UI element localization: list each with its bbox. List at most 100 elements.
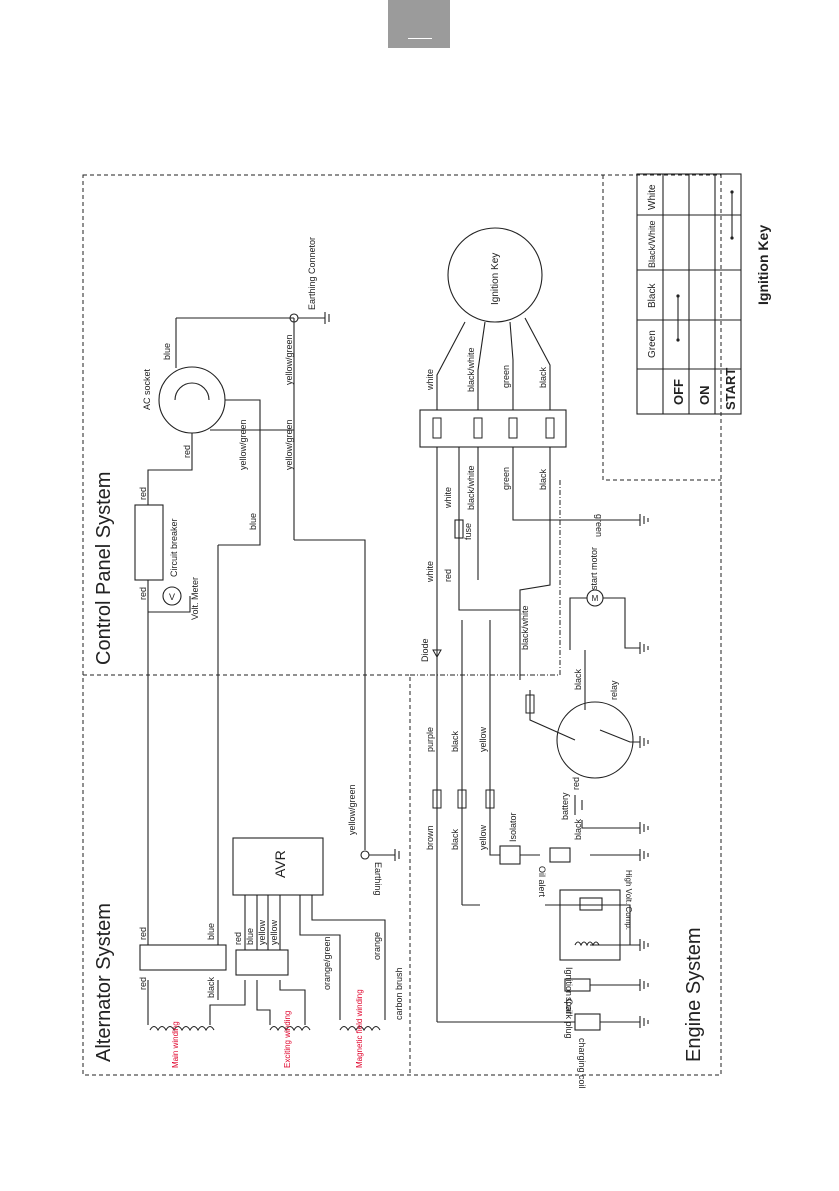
main-winding <box>149 1025 215 1032</box>
key-col-black: Black <box>647 283 658 308</box>
wire-label-black-6: black <box>450 828 460 850</box>
wire-label-green-1: green <box>501 365 511 388</box>
wire-label-red-4: red <box>138 587 148 600</box>
charging-coil-label: charging coil <box>577 1038 587 1089</box>
isolator-label: Isolator <box>508 812 518 842</box>
key-row-on: ON <box>697 386 712 406</box>
key-row-start: START <box>723 368 738 410</box>
relay <box>556 701 634 779</box>
wire-label-yellow-green-2: yellow/green <box>284 334 294 385</box>
earthing-terminal <box>360 850 370 860</box>
diode-label: Diode <box>420 638 430 662</box>
wire-label-white-3: white <box>425 561 435 583</box>
avr-terminal-block <box>235 949 289 976</box>
header-tab-line <box>408 38 432 39</box>
avr <box>232 837 324 896</box>
wire-label-red-2: red <box>182 445 192 458</box>
wire-label-orange-green: orange/green <box>322 936 332 990</box>
key-wires <box>436 317 640 680</box>
ac-socket <box>158 366 226 434</box>
magnetic-field-winding-label: Magnetic field winding <box>355 989 364 1068</box>
wire-label-black-1: black <box>538 366 548 388</box>
page-header-tab <box>388 0 450 48</box>
wire-label-red-3: red <box>138 487 148 500</box>
avr-label: AVR <box>272 850 288 878</box>
wire-label-black-2: black <box>538 468 548 490</box>
alternator-wires <box>147 895 386 1025</box>
wire-label-white-2: white <box>443 487 453 509</box>
wire-label-purple: purple <box>425 727 435 752</box>
alternator-frame <box>83 674 411 1075</box>
oil-alert <box>549 847 571 863</box>
key-col-black-white: Black/White <box>647 220 657 268</box>
isolator <box>499 845 521 865</box>
volt-meter-label: Volt. Meter <box>190 577 200 620</box>
spark-plug <box>564 978 591 992</box>
wire-label-red-6: red <box>138 927 148 940</box>
charging-coil <box>574 1013 601 1031</box>
wire-label-red-7: red <box>138 977 148 990</box>
wire-label-red-5: red <box>571 777 581 790</box>
wire-label-blue-1: blue <box>162 343 172 360</box>
wire-label-black-white-2: black/white <box>466 465 476 510</box>
diode <box>432 649 442 659</box>
wire-label-green-2: green <box>501 467 511 490</box>
outer-frame <box>82 174 722 1076</box>
section-title-control-panel: Control Panel System <box>93 472 115 665</box>
wire-label-orange: orange <box>372 932 382 960</box>
wire-label-black-4: black <box>573 818 583 840</box>
ac-socket-label: AC socket <box>142 368 152 410</box>
earthing-connector-label: Earthing Connetor <box>307 237 317 310</box>
wire-label-yellow-4: yellow <box>269 919 279 945</box>
wire-label-black-white-3: black/white <box>520 605 530 650</box>
carbon-brush-label: carbon brush <box>394 967 404 1020</box>
wire-label-yellow-2: yellow <box>478 824 488 850</box>
wire-label-blue-4: blue <box>245 928 255 945</box>
svg-text:V: V <box>169 592 175 602</box>
spark-plug-label: spark plug <box>564 997 574 1039</box>
wire-label-blue-3: blue <box>206 923 216 940</box>
main-terminal-block <box>139 944 227 971</box>
high-volt-comp <box>559 889 621 961</box>
wire-label-white-1: white <box>425 369 435 391</box>
earthing-label: Earthing <box>373 862 383 896</box>
engine-connectors <box>432 694 535 809</box>
engine-wires <box>436 620 640 1023</box>
wire-label-black-7: black <box>206 976 216 998</box>
magnetic-field-winding <box>339 1025 381 1032</box>
circuit-breaker <box>134 504 164 581</box>
exciting-winding <box>269 1025 311 1032</box>
ignition-key-table: Green Black Black/White White OFF ON STA… <box>636 173 771 415</box>
wire-label-black-3: black <box>573 668 583 690</box>
ignition-key-title: Ignition Key <box>755 225 771 305</box>
wire-label-yellow-green-1: yellow/green <box>238 419 248 470</box>
start-motor-label: start motor <box>589 547 599 590</box>
control-panel-frame <box>602 175 721 481</box>
ignition-key-label: Ignition Key <box>490 253 501 305</box>
high-volt-comp-label: High Volt. Comp. <box>624 870 633 930</box>
wire-label-yellow-green-4: yellow/green <box>347 784 357 835</box>
relay-label: relay <box>609 680 619 700</box>
wire-label-red-8: red <box>233 932 243 945</box>
section-title-engine: Engine System <box>683 927 705 1062</box>
wire-label-yellow-3: yellow <box>257 919 267 945</box>
volt-meter <box>162 586 182 606</box>
exciting-winding-label: Exciting winding <box>283 1011 292 1068</box>
svg-text:M: M <box>592 594 599 603</box>
control-panel-wires <box>147 317 366 945</box>
key-row-off: OFF <box>671 379 686 405</box>
key-pins <box>432 417 555 439</box>
key-col-white: White <box>647 184 658 210</box>
oil-alert-label: Oil alert <box>537 866 547 898</box>
key-col-green: Green <box>647 330 658 358</box>
key-connector <box>419 409 567 448</box>
ignition-key-switch <box>447 227 543 323</box>
section-title-alternator: Alternator System <box>93 903 115 1062</box>
wire-label-brown: brown <box>425 825 435 850</box>
wire-label-green-3: green <box>594 514 604 537</box>
main-winding-label: Main winding <box>171 1021 180 1068</box>
wire-label-black-5: black <box>450 730 460 752</box>
ground-symbols <box>639 514 649 1028</box>
engine-frame <box>410 480 561 676</box>
